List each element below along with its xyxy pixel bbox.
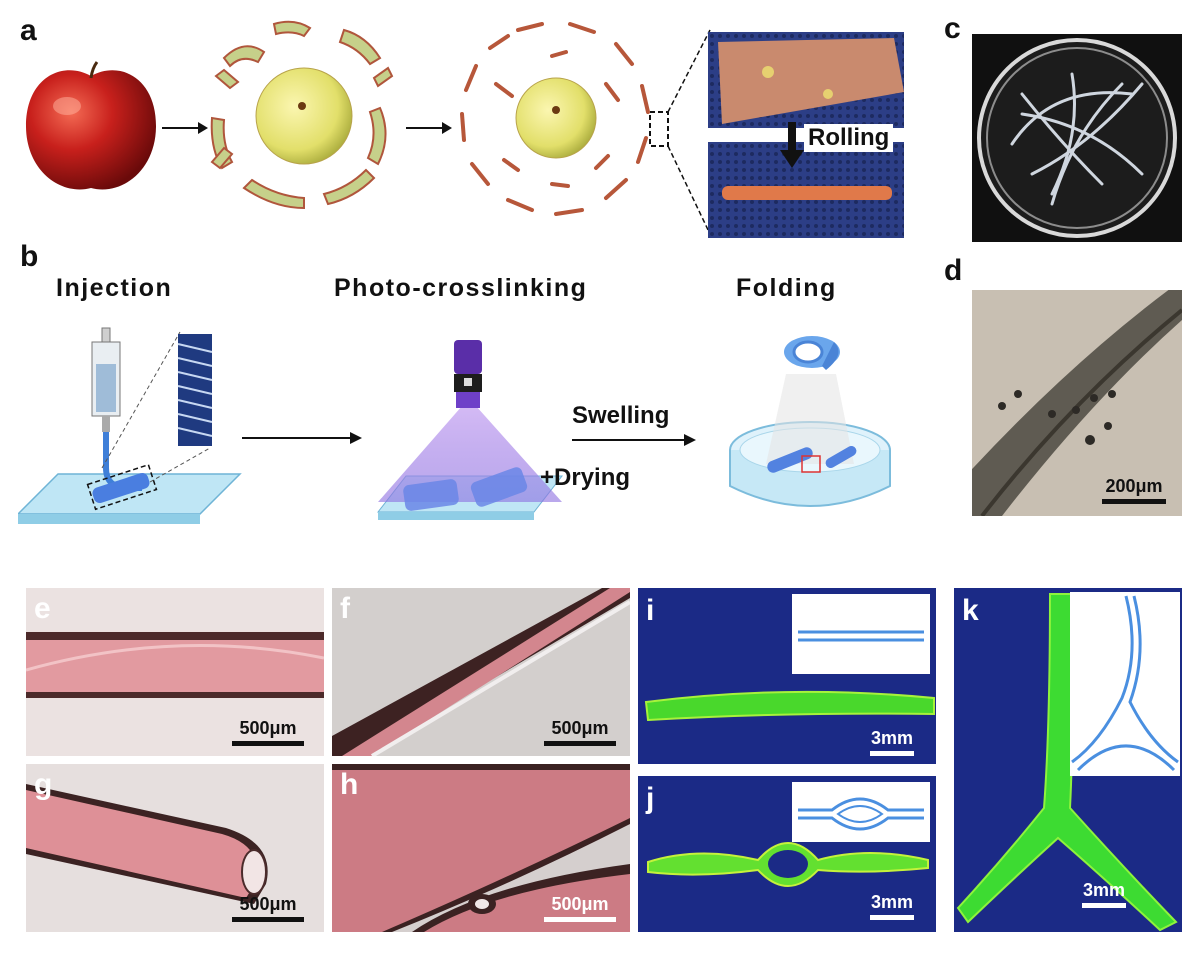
scale-line-g: [232, 917, 304, 922]
scale-bar-h: 500μm: [544, 894, 616, 922]
scale-label-i: 3mm: [870, 728, 914, 748]
swelling-label: Swelling: [572, 402, 670, 429]
panel-label-a: a: [20, 14, 37, 47]
panel-label-h: h: [340, 768, 359, 801]
peel-flat-photo: [708, 32, 904, 128]
panel-label-k: k: [962, 594, 979, 627]
scale-label-j: 3mm: [870, 892, 914, 912]
scale-bar-i: 3mm: [870, 728, 914, 756]
step-title-folding: Folding: [736, 274, 837, 302]
panel-label-b: b: [20, 240, 39, 273]
arrow-icon: [162, 122, 208, 134]
micrograph-g: g 500μm: [26, 764, 324, 932]
scale-bar-d: 200μm: [1102, 476, 1166, 504]
panel-label-c: c: [944, 12, 961, 45]
micrograph-e: e 500μm: [26, 588, 324, 756]
rolling-arrow-icon: [780, 122, 804, 168]
scale-line-j: [870, 915, 914, 920]
step-title-photo: Photo-crosslinking: [334, 274, 588, 302]
injection-schematic: [18, 327, 242, 524]
scale-line-f: [544, 741, 616, 746]
scale-label-h: 500μm: [551, 894, 609, 914]
panel-label-i: i: [646, 594, 655, 627]
scale-line-e: [232, 741, 304, 746]
scale-label-e: 500μm: [239, 718, 297, 738]
scale-line-d: [1102, 499, 1166, 504]
fluorescence-i: i 3mm: [638, 588, 936, 764]
scale-line-h: [544, 917, 616, 922]
arrow-icon: [406, 122, 452, 134]
scale-bar-k: 3mm: [1082, 880, 1126, 908]
panel-label-j: j: [646, 782, 655, 815]
peel-rolled-photo: [708, 142, 904, 238]
uv-crosslinking-schematic: [376, 340, 564, 520]
scale-line-k: [1082, 903, 1126, 908]
scale-bar-e: 500μm: [232, 718, 304, 746]
schematic-inset-j: [792, 782, 930, 842]
arrow-icon: [242, 432, 362, 444]
scale-label-f: 500μm: [551, 718, 609, 738]
zoom-indicator: [649, 29, 711, 235]
fluorescence-j: j 3mm: [638, 776, 936, 932]
schematic-inset-i: [792, 594, 930, 674]
panel-label-e: e: [34, 592, 51, 625]
tube-micrograph-d: 200μm: [972, 290, 1182, 516]
scale-label-k: 3mm: [1082, 880, 1126, 900]
scale-label-g: 500μm: [239, 894, 297, 914]
scale-line-i: [870, 751, 914, 756]
scale-bar-f: 500μm: [544, 718, 616, 746]
micrograph-h: h 500μm: [332, 764, 630, 932]
scale-label-d: 200μm: [1105, 476, 1163, 496]
rolled-peels-image: [460, 22, 650, 216]
rolling-label: Rolling: [804, 124, 894, 152]
arrow-icon: [572, 434, 696, 446]
step-title-injection: Injection: [56, 274, 173, 302]
peeled-apple-image: [210, 20, 394, 210]
panel-label-d: d: [944, 254, 963, 287]
scale-bar-j: 3mm: [870, 892, 914, 920]
schematic-inset-k: [1070, 592, 1180, 776]
petri-dish-photo: [972, 34, 1182, 242]
panel-label-g: g: [34, 768, 53, 801]
folding-schematic: [729, 336, 891, 507]
fluorescence-k: k 3mm: [954, 588, 1182, 932]
drying-label: +Drying: [540, 464, 631, 491]
scale-bar-g: 500μm: [232, 894, 304, 922]
panel-label-f: f: [340, 592, 350, 625]
apple-image: [26, 61, 156, 190]
micrograph-f: f 500μm: [332, 588, 630, 756]
